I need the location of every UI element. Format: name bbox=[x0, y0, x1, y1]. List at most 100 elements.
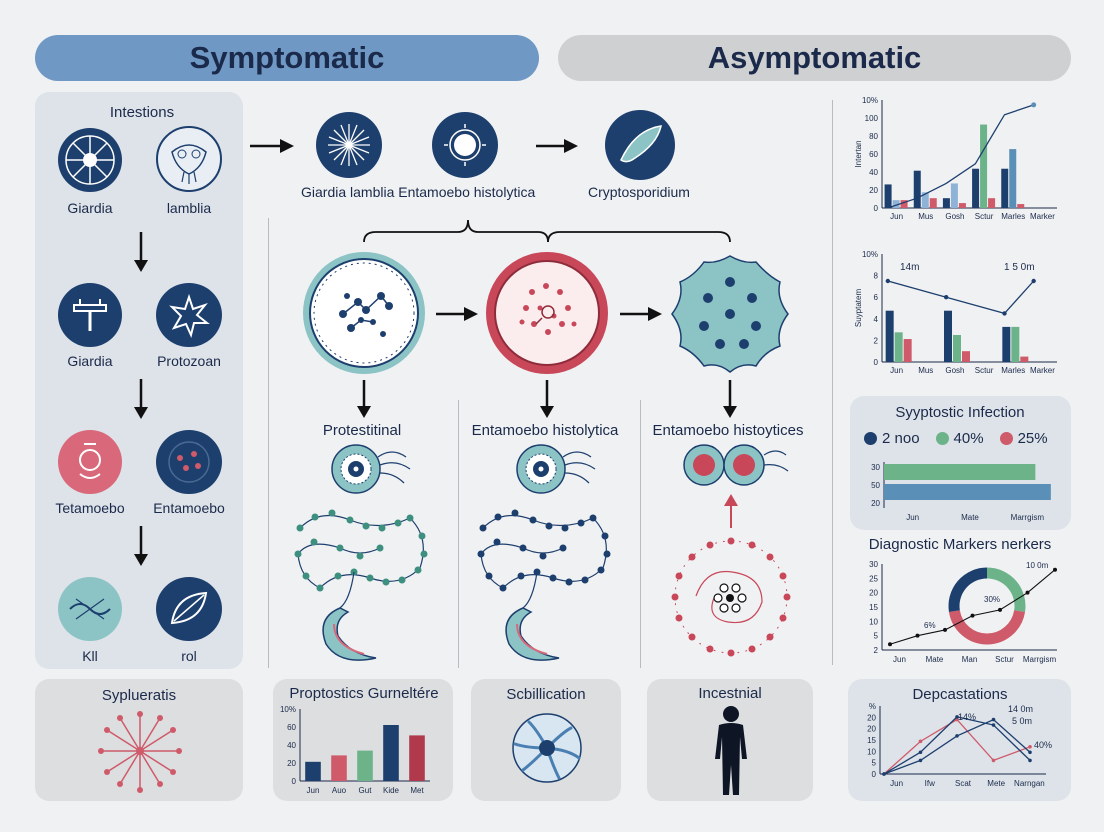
y-tick-label: % bbox=[869, 702, 876, 711]
y-tick-label: 25 bbox=[869, 574, 878, 583]
bar bbox=[1020, 356, 1029, 362]
line-marker bbox=[1025, 590, 1030, 595]
line-marker bbox=[991, 758, 996, 763]
y-tick-label: 0 bbox=[872, 770, 877, 779]
amoeba-pink-icon bbox=[58, 430, 122, 494]
y-tick-label: 10 bbox=[867, 747, 876, 756]
annotation: 40% bbox=[1034, 740, 1052, 750]
y-axis-label: Intertan bbox=[854, 140, 863, 167]
x-tick-label: Jun bbox=[906, 513, 919, 522]
x-tick-label: Gut bbox=[359, 786, 373, 795]
line-marker bbox=[1031, 102, 1037, 108]
y-tick-label: 20 bbox=[869, 186, 878, 195]
y-tick-label: 40 bbox=[287, 741, 296, 750]
x-tick-label: Sctur bbox=[975, 212, 994, 221]
x-tick-label: Met bbox=[410, 786, 424, 795]
annotation: 10 0m bbox=[1026, 561, 1049, 570]
y-tick-label: 15 bbox=[867, 736, 876, 745]
legend-label: 40% bbox=[953, 430, 984, 447]
down-arrow-icon bbox=[540, 380, 554, 418]
human-figure-icon bbox=[715, 706, 747, 795]
annotation: 1 5 0m bbox=[1004, 262, 1035, 273]
series-line bbox=[883, 718, 1031, 775]
x-tick-label: Marrgism bbox=[1011, 513, 1045, 522]
donut-segment bbox=[948, 610, 1026, 645]
right-arrow-icon bbox=[250, 139, 294, 153]
bar bbox=[1002, 326, 1011, 362]
y-tick-label: 0 bbox=[874, 358, 879, 367]
y-tick-label: 80 bbox=[869, 132, 878, 141]
x-tick-label: Man bbox=[962, 655, 978, 664]
line-marker bbox=[943, 627, 947, 632]
symptomatic-banner: Symptomatic bbox=[35, 35, 539, 81]
y-tick-label: 20 bbox=[867, 713, 876, 722]
x-tick-label: Narngan bbox=[1014, 779, 1045, 788]
line-marker bbox=[998, 607, 1002, 612]
bar bbox=[950, 183, 958, 208]
line-marker bbox=[991, 717, 996, 722]
annotation: 6% bbox=[924, 621, 936, 630]
y-tick-label: 20 bbox=[871, 499, 880, 508]
y-tick-label: 4 bbox=[874, 315, 879, 324]
donut-chart-title: Diagnostic Markers nerkers bbox=[868, 536, 1052, 553]
legend-label: 25% bbox=[1017, 430, 1048, 447]
worm-cluster-icon bbox=[58, 577, 122, 641]
bar bbox=[331, 755, 347, 781]
y-axis-label: Suyptatem bbox=[854, 289, 863, 328]
protozoa-cell-teal bbox=[303, 252, 425, 374]
infection-legend-title: Syyptostic Infection bbox=[895, 404, 1025, 421]
bottom-panel-3-title: Scbillication bbox=[506, 686, 586, 703]
y-tick-label: 30 bbox=[869, 560, 878, 569]
bar bbox=[884, 484, 1051, 500]
bottom-panel-1-title: Syplueratis bbox=[101, 687, 177, 704]
right-arrow-icon bbox=[436, 307, 478, 321]
left-item-label-1: Giardia bbox=[67, 200, 113, 216]
x-tick-label: Ifw bbox=[925, 779, 935, 788]
legend-dot bbox=[935, 432, 949, 445]
y-tick-label: 15 bbox=[869, 603, 878, 612]
bar bbox=[892, 200, 900, 208]
x-tick-label: Mate bbox=[926, 655, 944, 664]
bottom-panel-2-title: Proptostics Gurneltére bbox=[289, 685, 439, 702]
bar bbox=[921, 192, 929, 208]
divider bbox=[640, 400, 641, 668]
y-tick-label: 30 bbox=[871, 463, 880, 472]
x-tick-label: Marles bbox=[1001, 366, 1025, 375]
line-marker bbox=[888, 642, 892, 647]
line-marker bbox=[991, 723, 996, 727]
radial-cell-icon bbox=[58, 128, 122, 192]
x-tick-label: Auo bbox=[332, 786, 347, 795]
line-marker bbox=[1028, 758, 1032, 763]
y-tick-label: 10 bbox=[869, 617, 878, 626]
line-marker bbox=[882, 772, 886, 776]
legend-row: 2 noo 40% 25% bbox=[864, 430, 1048, 447]
x-tick-label: Kide bbox=[383, 786, 400, 795]
top-label-left: Giardia lamblia Entamoebo histolytica bbox=[301, 184, 536, 200]
stage-label-2: Entamoebo histolytica bbox=[471, 422, 619, 439]
trophozoite-icon bbox=[58, 283, 122, 347]
line-marker bbox=[1031, 278, 1036, 284]
down-arrow-icon bbox=[134, 379, 148, 419]
y-tick-label: 10% bbox=[862, 96, 878, 105]
protozoa-cell-red bbox=[486, 252, 608, 374]
x-tick-label: Mus bbox=[918, 366, 933, 375]
bar bbox=[1017, 204, 1025, 208]
neuron-cell-icon bbox=[512, 713, 582, 783]
divider bbox=[268, 218, 269, 668]
left-item-label-2: lamblia bbox=[166, 200, 212, 216]
y-tick-label: 10% bbox=[862, 250, 878, 259]
bar bbox=[988, 198, 996, 208]
x-tick-label: Sctur bbox=[975, 366, 994, 375]
y-tick-label: 20 bbox=[869, 589, 878, 598]
bar bbox=[1009, 149, 1017, 208]
bar bbox=[962, 351, 970, 362]
x-tick-label: Mus bbox=[918, 212, 933, 221]
bar bbox=[929, 198, 937, 208]
y-tick-label: 0 bbox=[874, 204, 879, 213]
y-tick-label: 40 bbox=[869, 168, 878, 177]
line-marker bbox=[970, 613, 975, 618]
bar bbox=[305, 761, 321, 781]
x-tick-label: Sctur bbox=[995, 655, 1014, 664]
line-marker bbox=[943, 295, 949, 300]
x-tick-label: Marker bbox=[1030, 366, 1055, 375]
